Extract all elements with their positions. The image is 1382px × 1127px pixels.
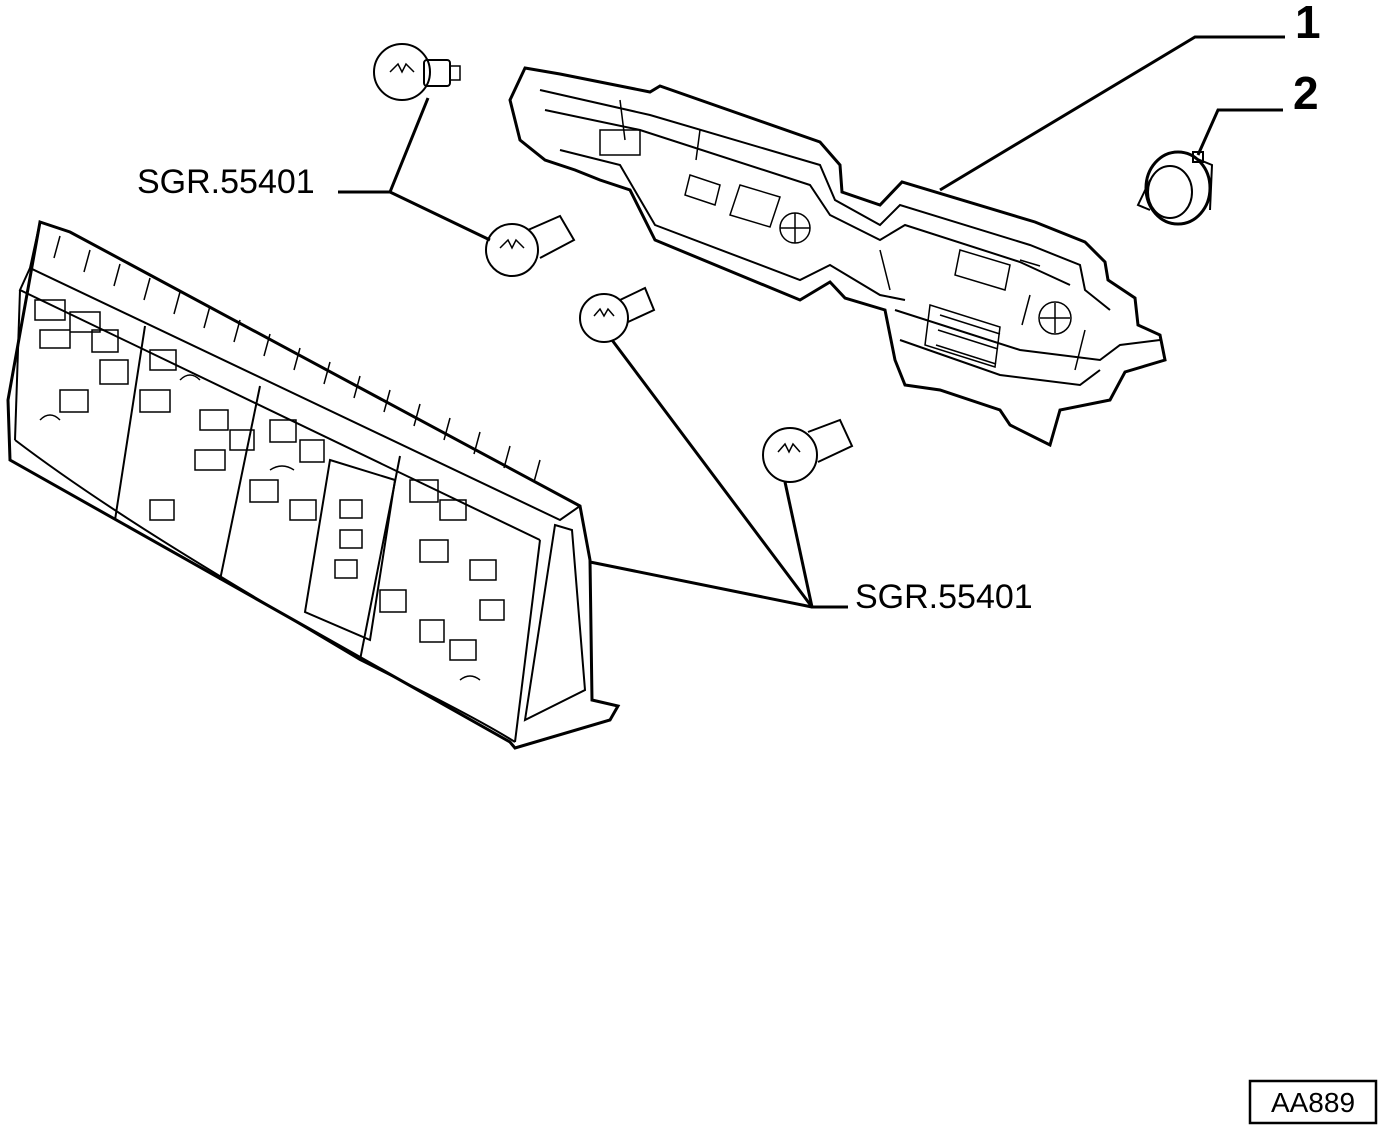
bulb-reference-upper: SGR.55401 xyxy=(137,163,315,201)
bulb-lower-middle xyxy=(579,286,656,343)
bulb-reference-lower: SGR.55401 xyxy=(855,578,1033,616)
bulb-holder-plate xyxy=(508,66,1167,448)
drawing-code: AA889 xyxy=(1271,1087,1355,1118)
part-number-2: 2 xyxy=(1293,67,1319,119)
part-number-1: 1 xyxy=(1295,0,1321,48)
leader-lines xyxy=(338,35,1285,609)
drawing-code-box: AA889 xyxy=(1248,1079,1378,1125)
bulb-upper-middle xyxy=(485,214,576,277)
taillight-lens xyxy=(6,220,621,750)
bulb-top xyxy=(373,43,461,101)
bulb-socket xyxy=(1136,150,1214,226)
bulb-lower-right xyxy=(762,418,854,483)
